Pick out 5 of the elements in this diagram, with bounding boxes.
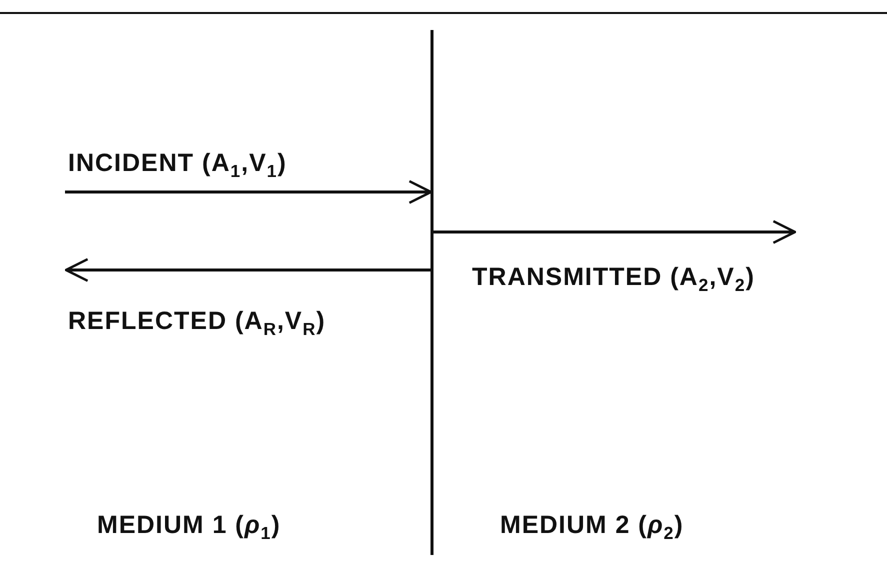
medium-label: MEDIUM 1 (ρ$_{1}$) (97, 510, 281, 544)
wave-label: TRANSMITTED (A$_{2}$,V$_{2}$) (472, 262, 755, 296)
medium-label: MEDIUM 2 (ρ$_{2}$) (500, 510, 684, 544)
wave-label: INCIDENT (A$_{1}$,V$_{1}$) (68, 148, 287, 182)
wave-label: REFLECTED (A$_{R}$,V$_{R}$) (68, 306, 326, 340)
